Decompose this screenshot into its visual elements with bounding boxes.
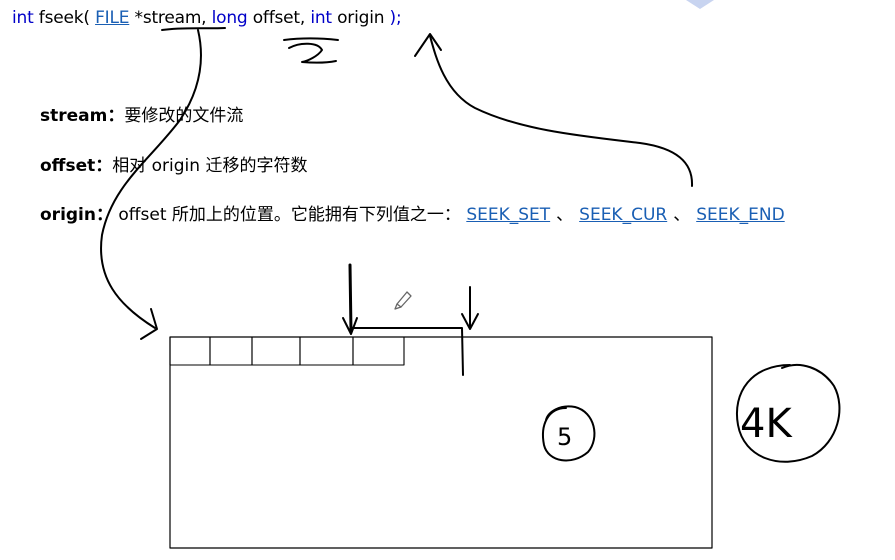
param-colon: ： bbox=[96, 205, 113, 225]
keyword-int-2: int bbox=[310, 8, 332, 28]
param-origin: origin bbox=[337, 8, 385, 28]
byte-cells bbox=[169, 336, 405, 366]
param-colon: ： bbox=[107, 106, 125, 126]
param-colon: ： bbox=[95, 156, 113, 176]
seek-set-link[interactable]: SEEK_SET bbox=[466, 205, 551, 225]
separator: 、 bbox=[673, 205, 691, 225]
type-file-link[interactable]: FILE bbox=[95, 8, 130, 28]
pointer-star: * bbox=[134, 8, 144, 28]
seek-cur-link[interactable]: SEEK_CUR bbox=[579, 205, 668, 225]
digit-2-glyph bbox=[288, 42, 337, 64]
function-signature: int fseek( FILE *stream, long offset, in… bbox=[12, 8, 402, 28]
circle-around-size bbox=[736, 363, 841, 463]
param-description: offset 所加上的位置。它能拥有下列值之一： bbox=[118, 205, 461, 225]
param-name: offset bbox=[40, 156, 96, 176]
circled-number: 5 bbox=[557, 423, 572, 451]
pencil-icon bbox=[394, 291, 412, 310]
stream-underline bbox=[161, 27, 226, 31]
offset-underline bbox=[283, 37, 339, 41]
circle-around-5 bbox=[542, 405, 596, 462]
origin-arrowhead bbox=[414, 33, 442, 57]
param-stream: stream, bbox=[142, 8, 207, 28]
param-desc-offset: offset：相对 origin 迁移的字符数 bbox=[40, 151, 307, 176]
param-name: stream bbox=[40, 106, 108, 126]
param-offset: offset, bbox=[252, 8, 306, 28]
origin-curve-arrow bbox=[429, 35, 694, 187]
keyword-long: long bbox=[211, 8, 248, 28]
function-name: fseek( bbox=[38, 8, 90, 28]
seek-end-link[interactable]: SEEK_END bbox=[696, 205, 785, 225]
stream-arrowhead bbox=[140, 308, 158, 340]
position-arrow-line bbox=[348, 263, 353, 334]
keyword-int: int bbox=[12, 8, 34, 28]
param-description: 要修改的文件流 bbox=[124, 106, 244, 126]
stream-curve-arrow bbox=[100, 29, 202, 329]
position-arrowhead bbox=[342, 317, 358, 335]
separator: 、 bbox=[556, 205, 574, 225]
size-label: 4K bbox=[740, 401, 793, 447]
param-description: 相对 origin 迁移的字符数 bbox=[112, 156, 308, 176]
param-name: origin bbox=[40, 205, 96, 225]
closing-paren: ); bbox=[389, 8, 402, 28]
param-desc-stream: stream：要修改的文件流 bbox=[40, 101, 243, 126]
scroll-marker bbox=[686, 0, 714, 9]
target-arrowhead bbox=[461, 313, 479, 330]
offset-span-bracket bbox=[351, 327, 464, 376]
file-box bbox=[169, 336, 713, 549]
param-desc-origin: origin： offset 所加上的位置。它能拥有下列值之一： SEEK_SE… bbox=[40, 200, 785, 225]
